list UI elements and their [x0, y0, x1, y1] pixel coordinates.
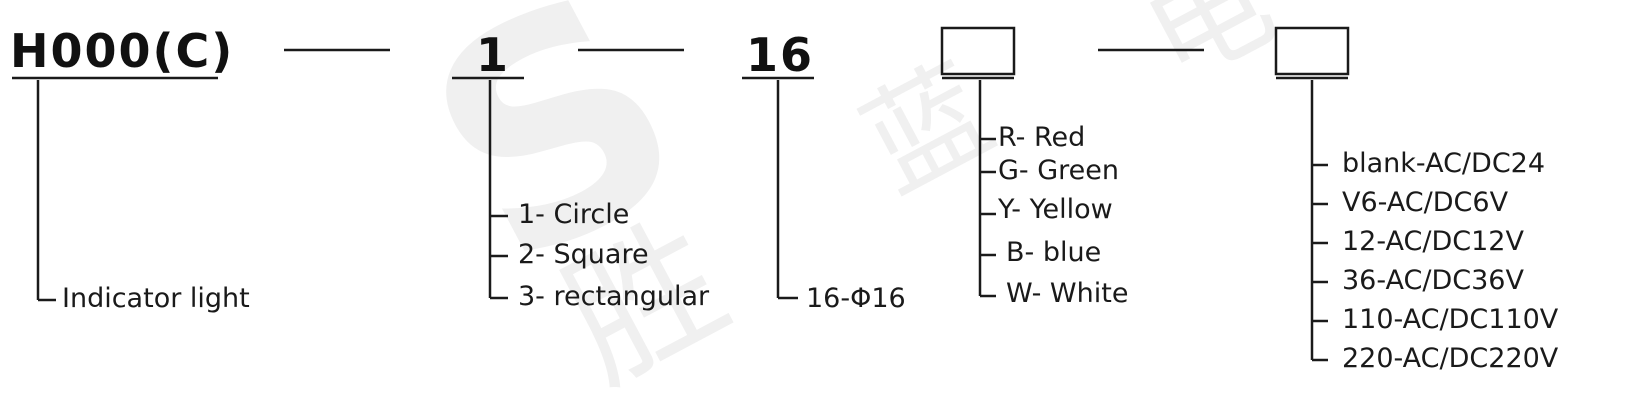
size-code: 16: [746, 28, 815, 82]
shape-option-3: 3- rectangular: [518, 281, 710, 312]
voltage-option-220: 220-AC/DC220V: [1342, 343, 1559, 374]
color-option-white: W- White: [1006, 278, 1129, 309]
shape-option-2: 2- Square: [518, 239, 649, 270]
color-option-red: R- Red: [998, 122, 1086, 153]
color-option-blue: B- blue: [1006, 237, 1102, 268]
voltage-option-v6: V6-AC/DC6V: [1342, 187, 1509, 218]
voltage-option-12: 12-AC/DC12V: [1342, 226, 1524, 257]
shape-option-1: 1- Circle: [518, 199, 630, 230]
shape-code: 1: [476, 28, 511, 82]
series-code: H000(C): [10, 24, 235, 78]
color-option-yellow: Y- Yellow: [998, 194, 1113, 225]
size-option: 16-Φ16: [806, 283, 906, 314]
voltage-option-110: 110-AC/DC110V: [1342, 304, 1559, 335]
voltage-option-blank: blank-AC/DC24: [1342, 148, 1546, 179]
color-option-green: G- Green: [998, 155, 1120, 186]
color-placeholder-box: [940, 26, 1016, 76]
voltage-option-36: 36-AC/DC36V: [1342, 265, 1524, 296]
series-description: Indicator light: [62, 283, 250, 314]
voltage-placeholder-box: [1274, 26, 1350, 76]
